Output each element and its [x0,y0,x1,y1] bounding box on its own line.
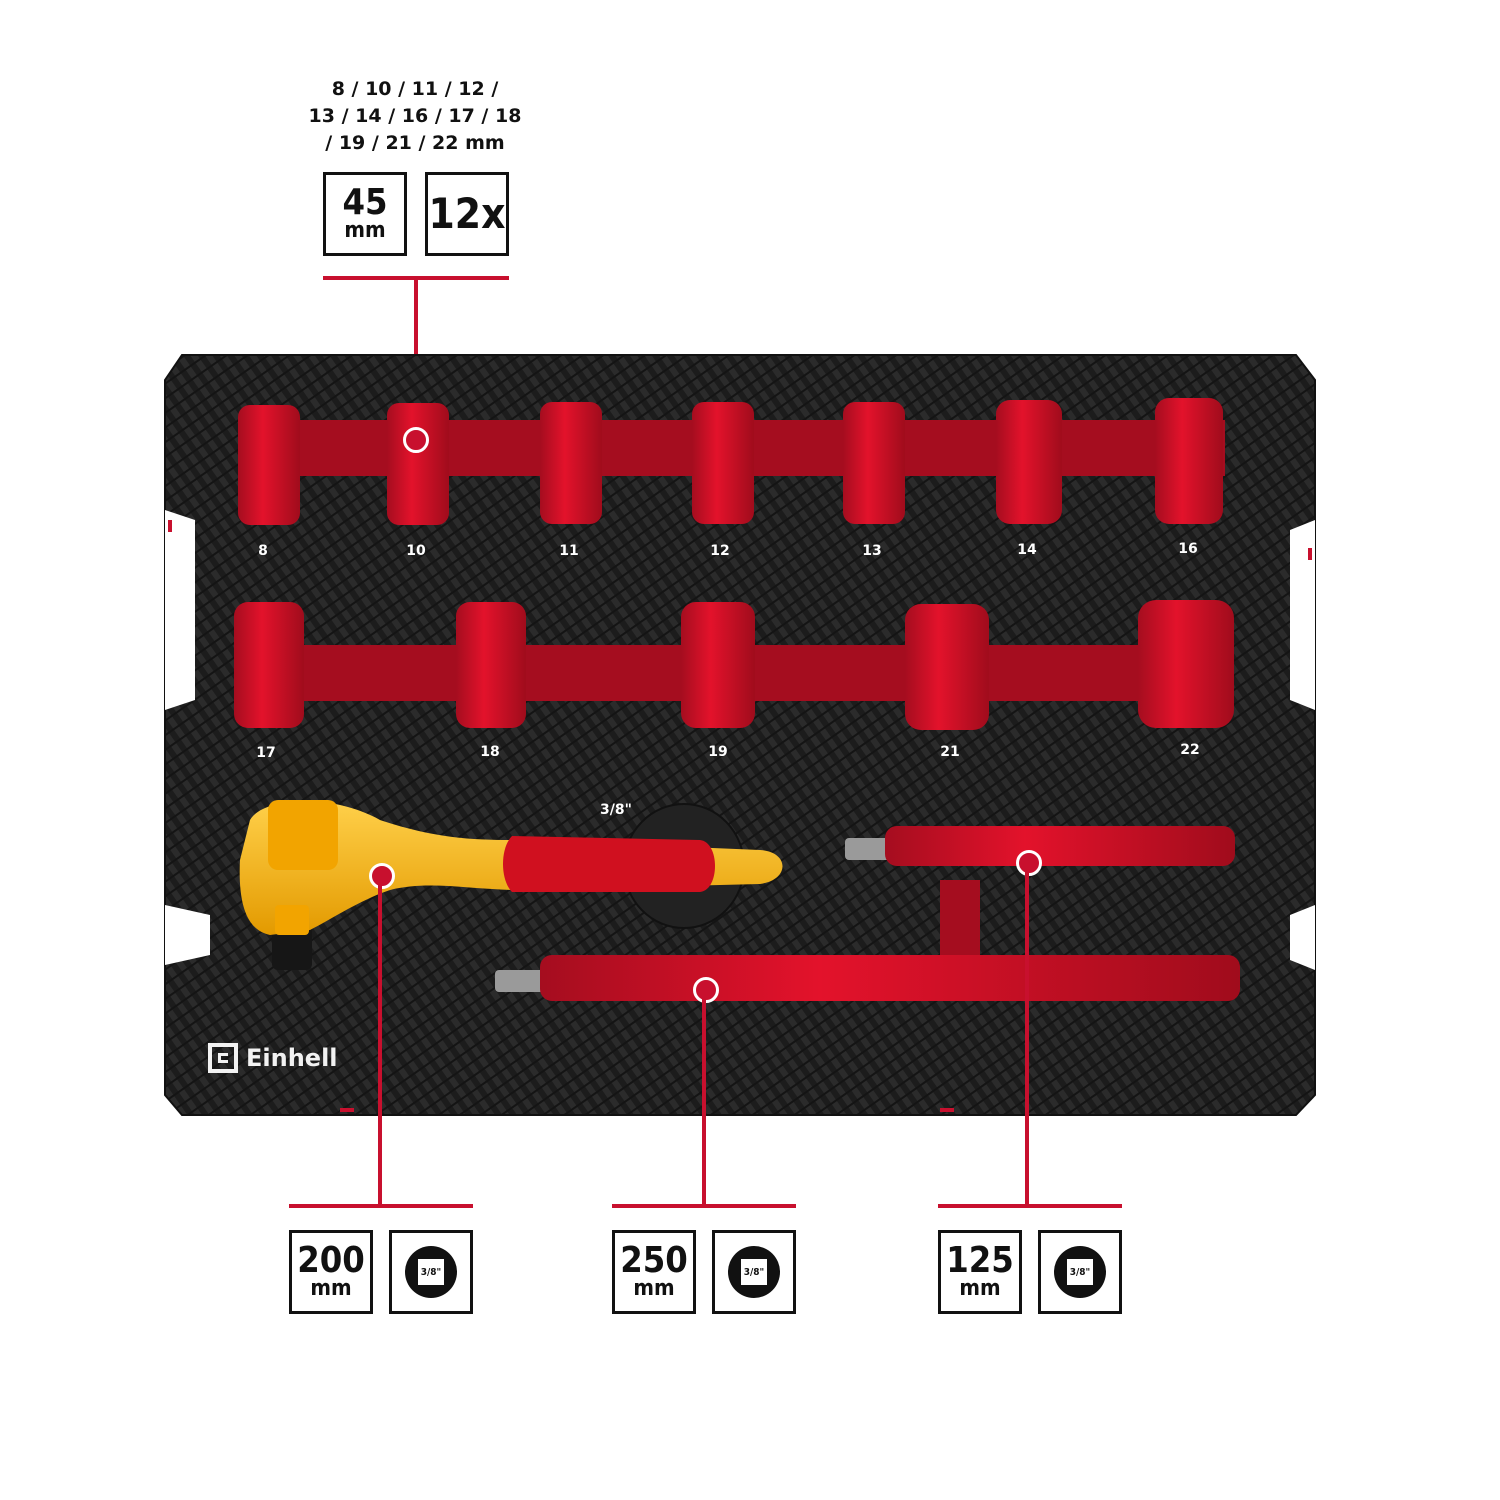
row1-label: 12 [710,543,730,559]
brand-mark: Einhell [208,1043,338,1073]
socket-16 [1155,398,1223,524]
drive-size: 3/8" [418,1259,444,1285]
brand-logo-icon [208,1043,238,1073]
extension-125-callout-dot [1016,850,1042,876]
socket-8 [238,405,300,525]
socket-10 [387,403,449,525]
size-line-2: 13 / 14 / 16 / 17 / 18 [308,105,522,127]
row1-label: 13 [862,543,882,559]
ratchet-length-unit: mm [310,1276,352,1301]
extension-125-length-value: 125 [946,1240,1014,1281]
socket-callout-dot [403,427,429,453]
ratchet-callout-stem [378,876,382,1206]
extension-125-length-unit: mm [959,1276,1001,1301]
socket-18 [456,602,526,728]
socket-depth-unit: mm [344,218,386,243]
extension-125-drive-badge: 3/8" [1038,1230,1122,1314]
socket-count-badge: 12x [425,172,509,256]
row2-label: 17 [256,745,276,761]
socket-19 [681,602,755,728]
socket-13 [843,402,905,524]
row2-label: 19 [708,744,728,760]
ratchet-callout-bar [289,1204,473,1208]
row1-label: 8 [258,543,268,559]
square-drive-icon: 3/8" [1054,1246,1106,1298]
socket-count-value: 12x [428,189,506,238]
size-line-3: / 19 / 21 / 22 mm [325,132,505,154]
extension-125-callout-bar [938,1204,1122,1208]
extension-125-length-badge: 125 mm [938,1230,1022,1314]
socket-12 [692,402,754,524]
extension-250-callout-dot [693,977,719,1003]
extension-125mm [845,826,1235,960]
socket-row-1 [238,398,1225,525]
size-line-1: 8 / 10 / 11 / 12 / [331,78,499,100]
brand-text: Einhell [246,1044,338,1072]
extension-250mm [495,955,1240,1001]
extension-250-length-value: 250 [620,1240,688,1281]
ratchet-callout-dot [369,863,395,889]
ratchet-drive-badge: 3/8" [389,1230,473,1314]
extension-250-callout-stem [702,990,706,1206]
socket-14 [996,400,1062,524]
ratchet-drive-label: 3/8" [600,802,632,818]
row2-label: 22 [1180,742,1200,758]
extension-125-callout-stem [1025,863,1029,1206]
row2-label: 21 [940,744,960,760]
extension-250-callout-bar [612,1204,796,1208]
socket-17 [234,602,304,728]
row1-label: 10 [406,543,426,559]
socket-21 [905,604,989,730]
socket-depth-value: 45 [342,182,388,223]
square-drive-icon: 3/8" [405,1246,457,1298]
socket-22 [1138,600,1234,728]
extension-250-length-unit: mm [633,1276,675,1301]
ratchet-length-badge: 200 mm [289,1230,373,1314]
extension-250-length-badge: 250 mm [612,1230,696,1314]
row2-label: 18 [480,744,500,760]
square-drive-icon: 3/8" [728,1246,780,1298]
ratchet-length-value: 200 [297,1240,365,1281]
drive-size: 3/8" [1067,1259,1093,1285]
row1-label: 11 [559,543,579,559]
extension-250-drive-badge: 3/8" [712,1230,796,1314]
socket-size-list: 8 / 10 / 11 / 12 / 13 / 14 / 16 / 17 / 1… [250,76,580,157]
drive-size: 3/8" [741,1259,767,1285]
socket-11 [540,402,602,524]
row1-label: 16 [1178,541,1198,557]
ratchet [239,800,783,970]
socket-depth-badge: 45 mm [323,172,407,256]
socket-row-2 [234,600,1234,730]
row1-label: 14 [1017,542,1037,558]
